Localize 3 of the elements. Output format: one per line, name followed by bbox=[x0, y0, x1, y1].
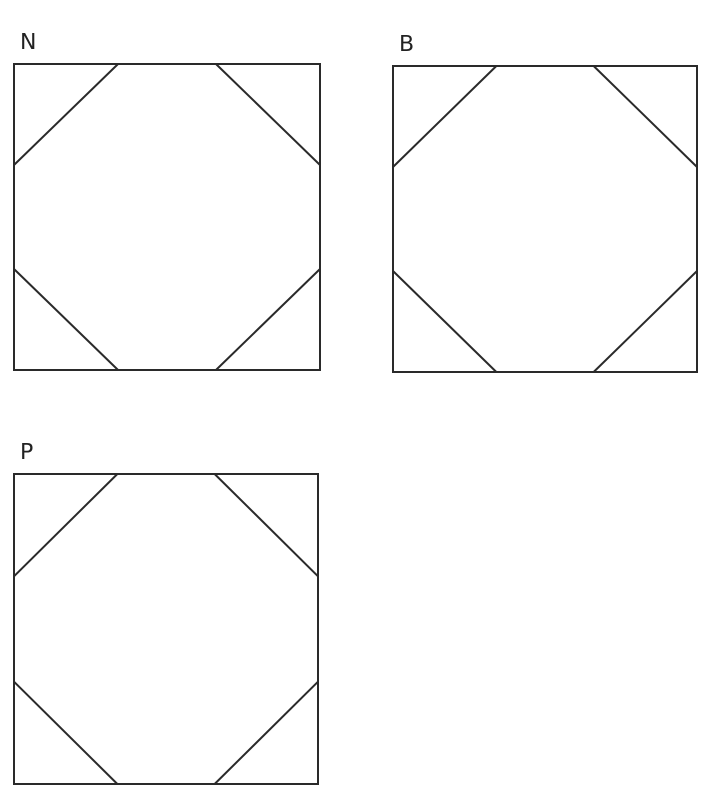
panel-label: P bbox=[20, 442, 34, 464]
panel-label: B bbox=[399, 34, 414, 56]
panel-label: N bbox=[20, 32, 36, 54]
